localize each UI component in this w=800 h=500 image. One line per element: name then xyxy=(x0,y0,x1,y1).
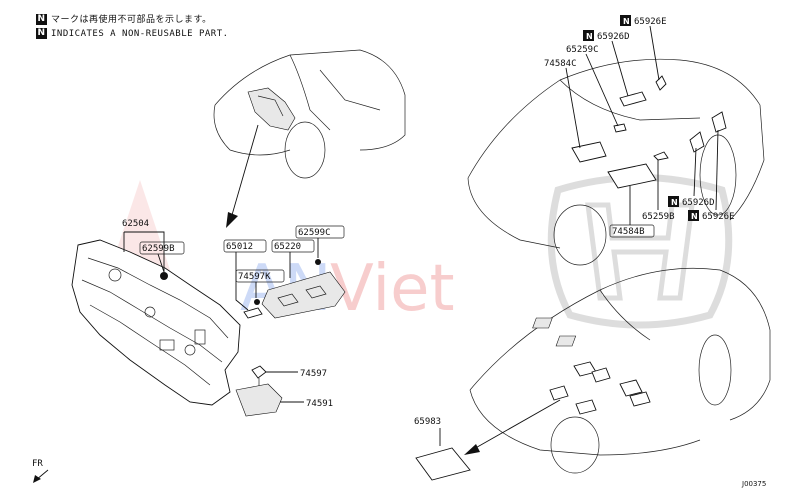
rear-car-sketch-upper xyxy=(467,58,765,266)
watermark-text-b: Viet xyxy=(330,252,455,326)
legend-note-jp: N マークは再使用不可部品を示します。 xyxy=(36,12,212,25)
label-65012: 65012 xyxy=(226,242,253,252)
label-74597: 74597 xyxy=(300,369,327,379)
diagram-code: J00375 xyxy=(741,480,766,488)
label-65926d-top: 65926D xyxy=(597,32,630,42)
badge-n-65926e-top: N xyxy=(623,17,630,26)
floor-pad-65983-part xyxy=(415,447,471,481)
legend-text-en: INDICATES A NON-REUSABLE PART. xyxy=(51,29,229,39)
legend-text-jp: マークは再使用不可部品を示します。 xyxy=(51,15,212,25)
upper-insulator-pads xyxy=(571,75,727,189)
label-65926d-mid: 65926D xyxy=(682,198,715,208)
label-62599c: 62599C xyxy=(298,228,331,238)
non-reusable-badge: N xyxy=(36,28,47,39)
badge-n-65926e-mid: N xyxy=(691,212,698,221)
badge-n-65926d-top: N xyxy=(586,32,593,41)
label-65926e-mid: 65926E xyxy=(702,212,735,222)
legend-note-en: N INDICATES A NON-REUSABLE PART. xyxy=(36,28,229,39)
label-62599b: 62599B xyxy=(142,244,175,254)
label-65983: 65983 xyxy=(414,417,441,427)
fr-direction-label: FR xyxy=(32,459,43,469)
front-car-sketch xyxy=(213,49,406,179)
label-65259c: 65259C xyxy=(566,45,599,55)
label-65926e-top: 65926E xyxy=(634,17,667,27)
label-65259b: 65259B xyxy=(642,212,675,222)
label-74597k: 74597K xyxy=(238,272,271,282)
lower-trim-parts xyxy=(235,365,283,417)
label-62504: 62504 xyxy=(122,219,149,229)
brand-logo-icon xyxy=(547,174,733,329)
dash-insulator-part xyxy=(71,239,241,406)
non-reusable-badge: N xyxy=(36,14,47,25)
badge-n-65926d-mid: N xyxy=(671,198,678,207)
label-65220: 65220 xyxy=(274,242,301,252)
center-insulator-parts xyxy=(243,259,346,319)
label-74584c: 74584C xyxy=(544,59,577,69)
front-direction-arrow-icon xyxy=(33,469,49,483)
label-74584b: 74584B xyxy=(612,227,645,237)
label-74591: 74591 xyxy=(306,399,333,409)
floor-insulator-pads xyxy=(532,317,651,415)
